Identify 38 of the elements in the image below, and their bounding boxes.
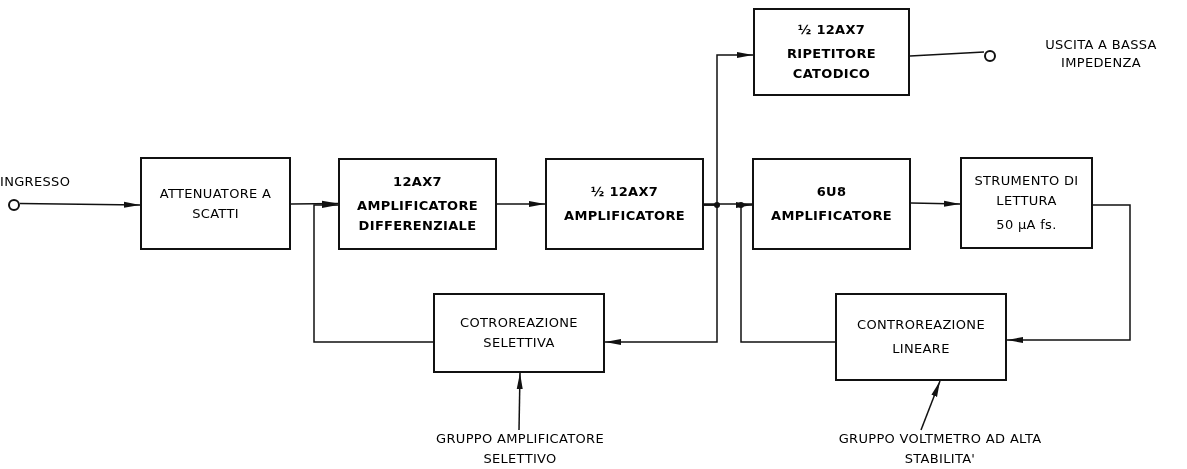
connector-line xyxy=(703,203,753,205)
terminal-label: USCITA A BASSA IMPEDENZA xyxy=(1044,36,1158,72)
arrow xyxy=(736,202,836,343)
block-text: COTROREAZIONE SELETTIVA xyxy=(459,314,579,352)
arrow xyxy=(604,204,718,345)
block-text: AMPLIFICATORE DIFFERENZIALE xyxy=(356,197,479,235)
arrow xyxy=(313,202,434,343)
block-box xyxy=(545,158,704,250)
block-box xyxy=(140,157,291,250)
signal-source-label: GRUPPO AMPLIFICATORE SELETTIVO xyxy=(435,430,605,468)
block-text: LINEARE xyxy=(891,340,951,358)
block-box xyxy=(835,293,1007,381)
arrow xyxy=(19,201,141,208)
arrow xyxy=(516,372,523,431)
terminal-label: INGRESSO xyxy=(0,173,72,191)
arrow xyxy=(910,200,961,207)
block-text: RIPETITORE CATODICO xyxy=(786,45,877,83)
block-text: AMPLIFICATORE xyxy=(770,207,893,225)
block-text: ½ 12AX7 xyxy=(589,183,660,201)
signal-source-label: GRUPPO VOLTMETRO AD ALTA STABILITA' xyxy=(837,430,1043,468)
block-box xyxy=(433,293,605,373)
arrow xyxy=(920,380,941,431)
block-text: 50 μA fs. xyxy=(995,216,1058,234)
block-box xyxy=(960,157,1093,249)
block-box xyxy=(753,8,910,96)
arrow xyxy=(1006,204,1131,343)
block-text: 12AX7 xyxy=(392,173,443,191)
connector-line xyxy=(909,51,985,57)
block-text: ATTENUATORE A SCATTI xyxy=(158,184,273,223)
arrow xyxy=(496,201,546,207)
block-text: AMPLIFICATORE xyxy=(563,207,686,225)
block-text: CONTROREAZIONE xyxy=(856,316,986,334)
block-text: 6U8 xyxy=(815,183,848,201)
block-text: ½ 12AX7 xyxy=(796,21,867,39)
block-text: STRUMENTO DI LETTURA xyxy=(973,172,1080,210)
arrow xyxy=(290,200,339,207)
block-box xyxy=(752,158,911,250)
block-box xyxy=(338,158,497,250)
